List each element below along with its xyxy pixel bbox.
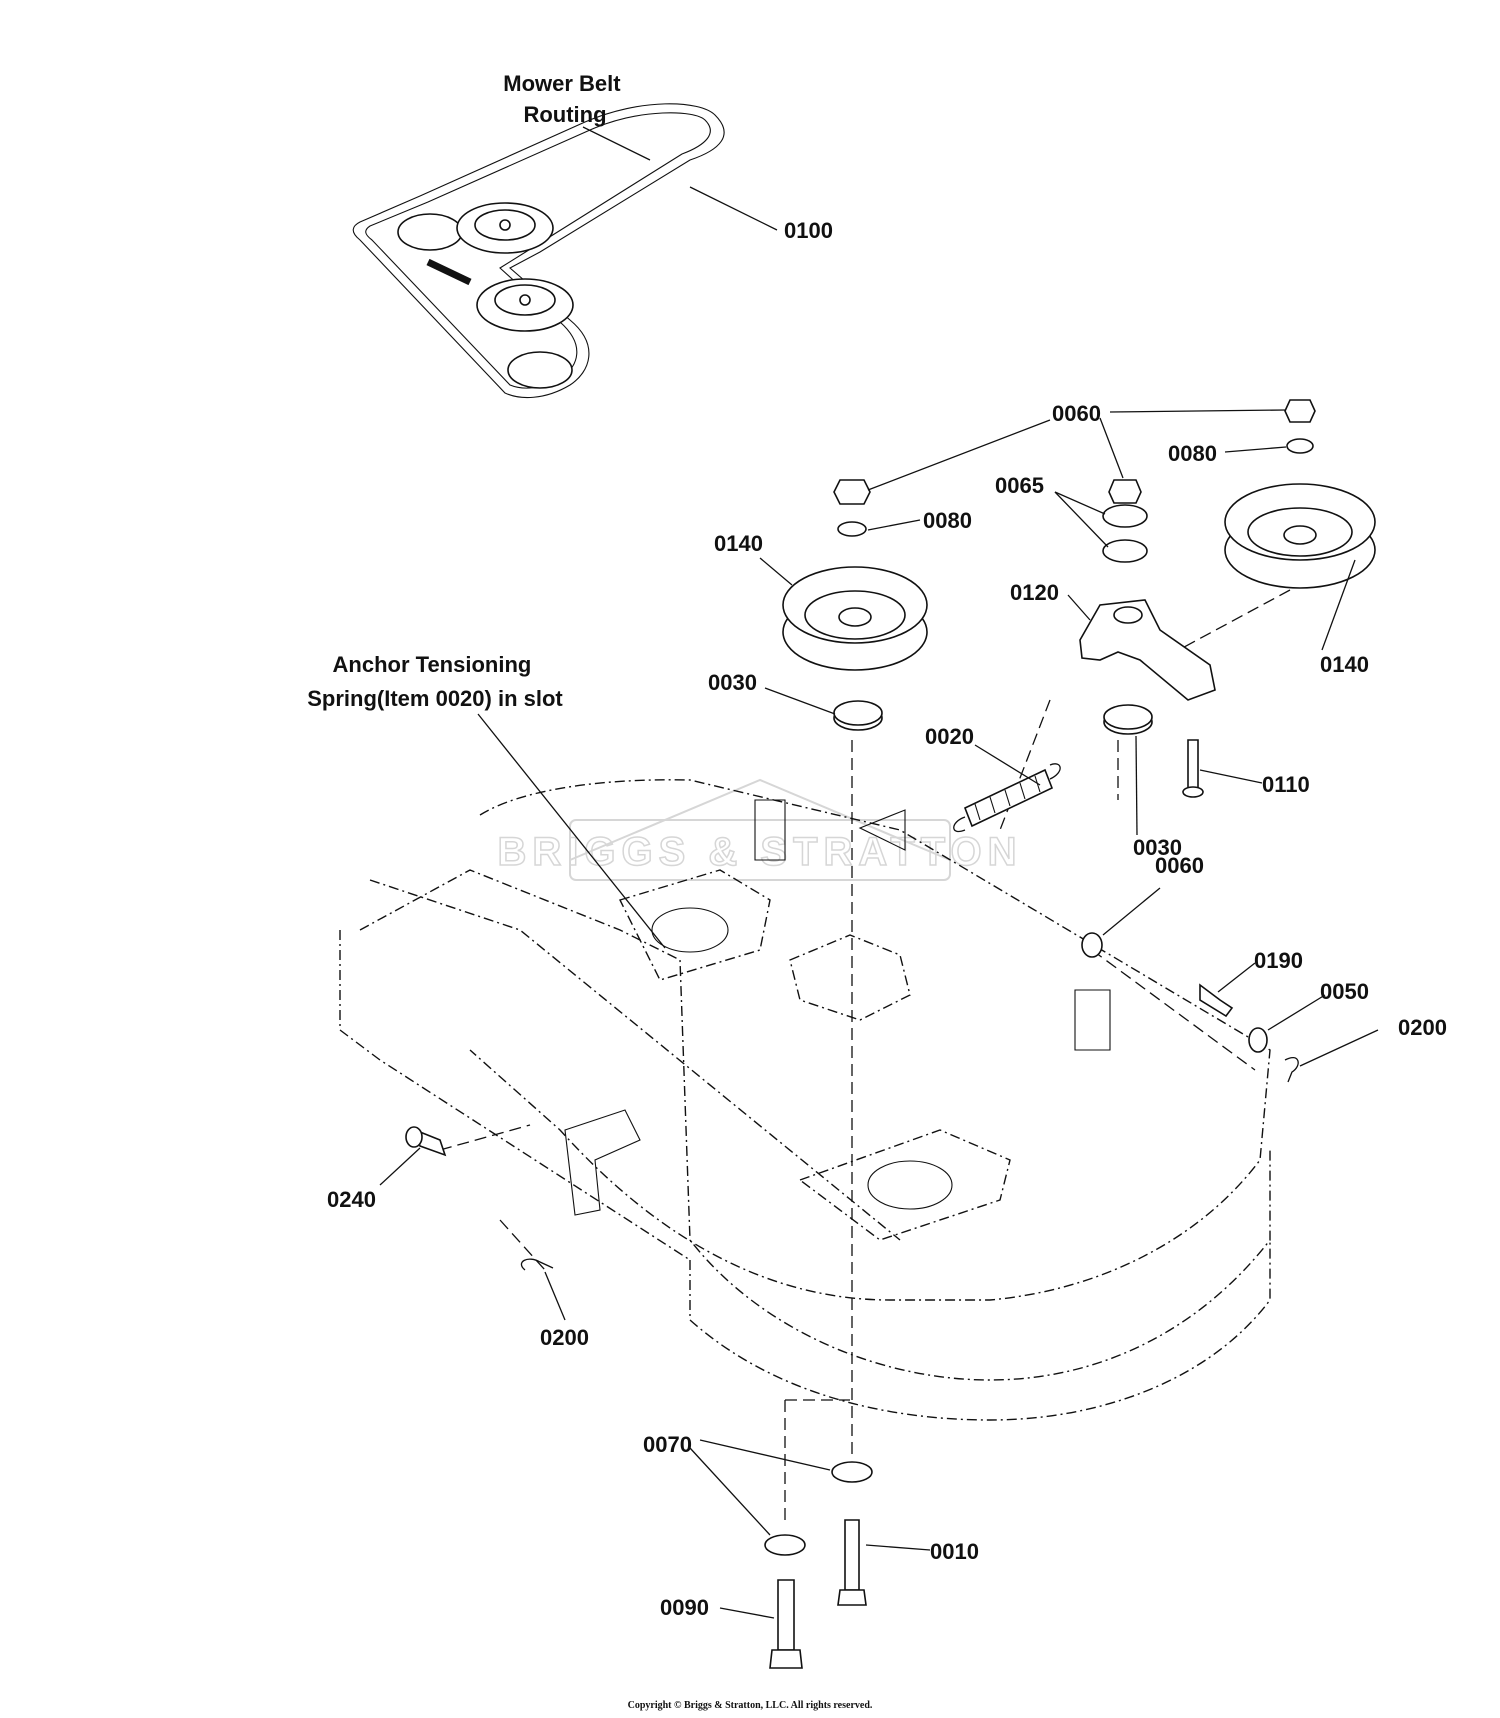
callout-label: 0200 — [540, 1325, 589, 1350]
callout-label: 0060 — [1155, 853, 1204, 878]
brand-watermark: BRIGGS & STRATTON — [497, 778, 1023, 881]
belt-routing-caption: Mower Belt Routing — [503, 71, 626, 127]
idler-arm-stack — [1079, 479, 1216, 798]
drive-belt-inner — [365, 112, 711, 389]
deck-skirt-lower — [689, 1240, 1271, 1421]
tension-spring-0020 — [953, 763, 1061, 833]
hair-pin-0200-right — [1284, 1057, 1299, 1083]
belt-routing-inset: Mower Belt Routing — [352, 71, 725, 399]
callout-label: 0070 — [643, 1432, 692, 1457]
washer-0070-left — [764, 1534, 806, 1556]
inset-blade-hole-left — [397, 213, 463, 251]
inset-tension-spring — [426, 258, 472, 286]
deck-spindle-plate-right — [798, 1129, 1011, 1241]
pin-0190 — [1199, 983, 1234, 1018]
idler-stack-right — [1224, 399, 1376, 589]
callout-label: 0140 — [714, 531, 763, 556]
inset-idler-pulley-lower-nut — [519, 294, 531, 306]
callout-label: 0080 — [1168, 441, 1217, 466]
deck-bracket-right — [1074, 989, 1111, 1051]
callout-label: 0190 — [1254, 948, 1303, 973]
callout-labels: 0100 0060 0080 0065 0060 0080 0140 0120 … — [327, 218, 1447, 1620]
deck-top-edge — [469, 779, 1271, 1301]
deck-bracket-left — [754, 799, 786, 861]
callout-label: 0065 — [995, 473, 1044, 498]
callout-label: 0140 — [1320, 652, 1369, 677]
anchor-spring-caption: Anchor Tensioning Spring(Item 0020) in s… — [307, 652, 563, 711]
bolt-0090 — [777, 1579, 795, 1651]
washer-0065-lower — [1102, 539, 1148, 563]
callout-label: 0030 — [708, 670, 757, 695]
mower-deck — [339, 779, 1271, 1421]
inset-idler-pulley-upper-nut — [499, 219, 511, 231]
bolt-0010 — [844, 1519, 860, 1591]
deck-side-rail — [369, 879, 901, 1241]
bolt-0110 — [1187, 739, 1199, 791]
callout-label: 0020 — [925, 724, 974, 749]
washer-0080-right — [1286, 438, 1314, 454]
deck-skirt-front — [359, 869, 1271, 1381]
deck-spring-anchor — [858, 809, 906, 851]
deck-skirt-left — [339, 930, 691, 1261]
hair-pin-0200-left — [520, 1258, 554, 1271]
drive-belt — [352, 103, 725, 399]
idler-pulley-0140-left-bearing — [838, 607, 872, 627]
callout-label: 0100 — [784, 218, 833, 243]
washer-0050 — [1248, 1027, 1268, 1053]
washer-0080-left — [837, 521, 867, 537]
watermark-text: BRIGGS & STRATTON — [498, 830, 1023, 874]
callout-label: 0050 — [1320, 979, 1369, 1004]
idler-stack-left — [782, 479, 928, 731]
callout-label: 0080 — [923, 508, 972, 533]
callout-label: 0030 — [1133, 835, 1182, 860]
washer-0070-right — [831, 1461, 873, 1483]
callout-label: 0010 — [930, 1539, 979, 1564]
idler-arm-0120 — [1079, 599, 1216, 701]
flange-nut-0060-left — [833, 479, 871, 505]
flange-nut-0060-side — [1081, 932, 1103, 958]
flange-nut-0060-right — [1284, 399, 1316, 423]
callout-label: 0240 — [327, 1187, 376, 1212]
callout-label: 0090 — [660, 1595, 709, 1620]
callout-label: 0120 — [1010, 580, 1059, 605]
callout-label: 0060 — [1052, 401, 1101, 426]
copyright-notice: Copyright © Briggs & Stratton, LLC. All … — [627, 1700, 873, 1711]
callout-leaders — [379, 186, 1379, 1619]
flange-nut-0060-center — [1108, 479, 1142, 504]
washer-0065-upper — [1102, 504, 1148, 528]
deck-spindle-plate-left — [619, 869, 771, 981]
callout-label: 0110 — [1262, 772, 1310, 797]
bottom-hardware — [764, 1461, 873, 1669]
callout-label: 0200 — [1398, 1015, 1447, 1040]
right-side-hardware — [405, 932, 1299, 1271]
inset-blade-hole-right — [507, 351, 573, 389]
deck-hanger-bracket — [564, 1109, 641, 1216]
deck-center-plate — [789, 934, 911, 1021]
